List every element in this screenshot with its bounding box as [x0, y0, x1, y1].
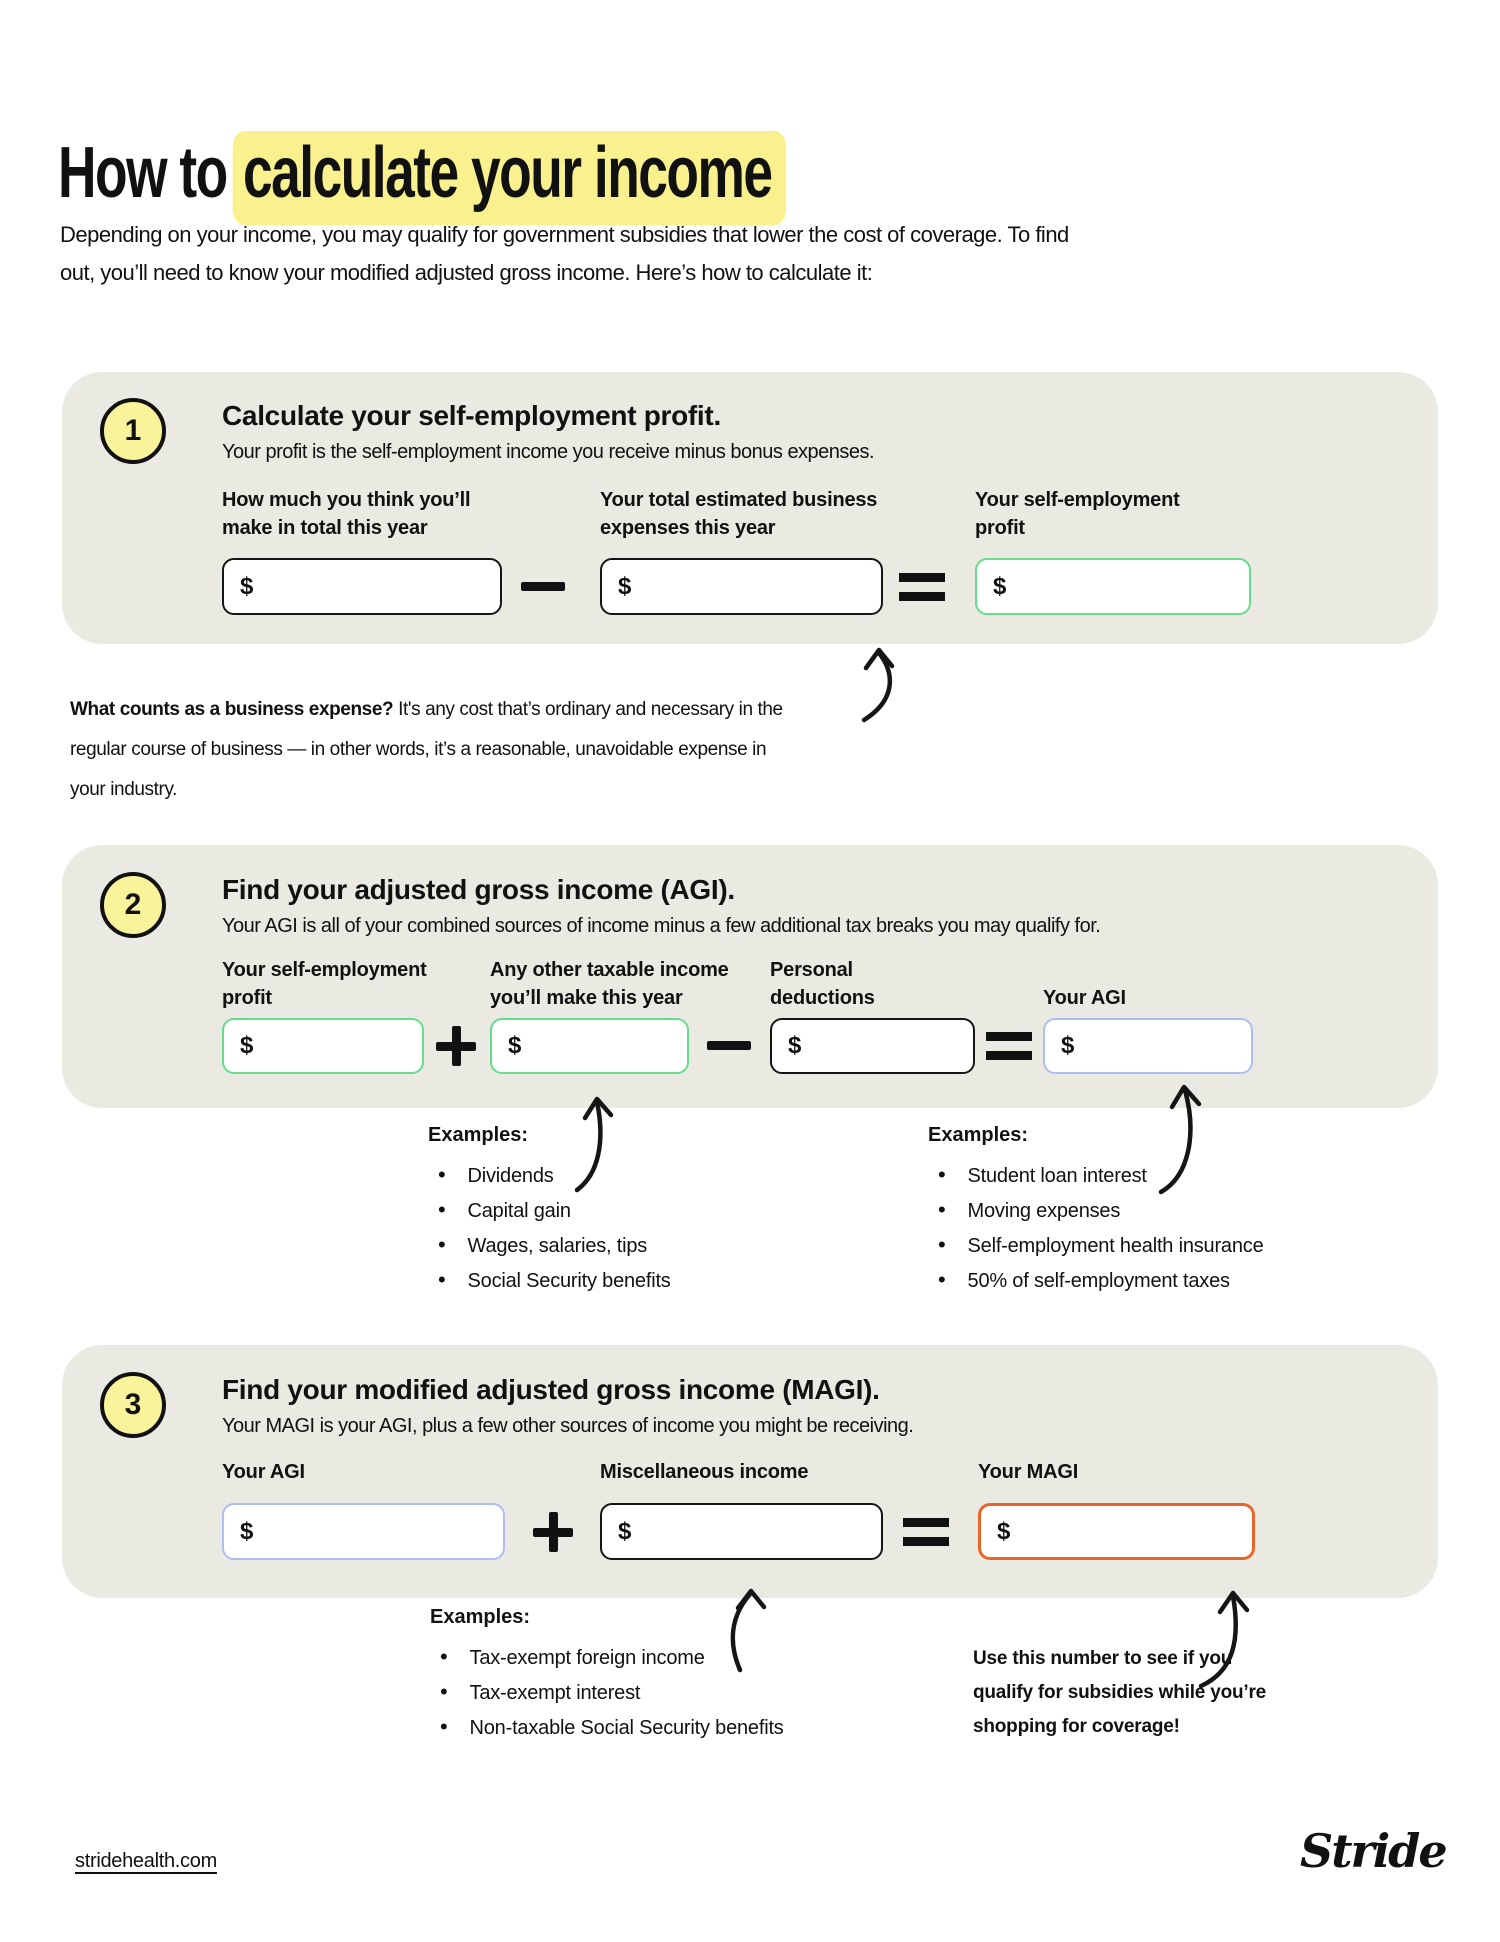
field-label-self-employment-profit: Your self-employment profit: [222, 959, 427, 1009]
minus-operator: [521, 582, 565, 591]
list-item: Tax-exempt foreign income: [430, 1640, 784, 1675]
equals-operator: [903, 1518, 949, 1546]
field-label-other-taxable-income: Any other taxable income you’ll make thi…: [490, 959, 729, 1009]
step-1-subtitle: Your profit is the self-employment incom…: [222, 441, 875, 463]
list-item: Self-employment health insurance: [928, 1228, 1264, 1263]
total-income-field[interactable]: $: [222, 558, 502, 615]
note-body: It's any cost that’s ordinary and necess…: [70, 699, 783, 800]
step-2-subtitle: Your AGI is all of your combined sources…: [222, 915, 1101, 937]
examples-list-deductions: Student loan interest Moving expenses Se…: [928, 1158, 1264, 1298]
step-1-title: Calculate your self-employment profit.: [222, 400, 721, 431]
list-item: Moving expenses: [928, 1193, 1264, 1228]
your-agi-field[interactable]: $: [1043, 1018, 1253, 1074]
dollar-sign: $: [508, 1032, 522, 1059]
list-item: Capital gain: [428, 1193, 671, 1228]
intro-paragraph: Depending on your income, you may qualif…: [60, 222, 1069, 285]
dollar-sign: $: [618, 1517, 632, 1545]
list-item: Non-taxable Social Security benefits: [430, 1710, 784, 1745]
dollar-sign: $: [240, 1517, 254, 1545]
field-label-business-expenses: Your total estimated business expenses t…: [600, 489, 878, 539]
field-label-miscellaneous-income: Miscellaneous income: [600, 1461, 809, 1483]
miscellaneous-income-field[interactable]: $: [600, 1503, 883, 1560]
field-label-your-agi: Your AGI: [1043, 987, 1126, 1009]
list-item: 50% of self-employment taxes: [928, 1263, 1264, 1298]
note-lead: What counts as a business expense?: [70, 699, 394, 720]
list-item: Wages, salaries, tips: [428, 1228, 671, 1263]
minus-operator: [707, 1041, 751, 1050]
dollar-sign: $: [618, 572, 632, 600]
step-1-number-badge: 1: [100, 398, 166, 464]
list-item: Dividends: [428, 1158, 671, 1193]
dollar-sign: $: [993, 572, 1007, 600]
dollar-sign: $: [997, 1517, 1011, 1545]
field-label-total-income: How much you think you’ll make in total …: [222, 489, 471, 539]
examples-list-miscellaneous: Tax-exempt foreign income Tax-exempt int…: [430, 1640, 784, 1745]
step-2-number-badge: 2: [100, 872, 166, 938]
business-expenses-field[interactable]: $: [600, 558, 883, 615]
step-2-title: Find your adjusted gross income (AGI).: [222, 874, 735, 905]
other-taxable-income-field[interactable]: $: [490, 1018, 689, 1074]
title-highlight: calculate your income: [232, 131, 787, 226]
your-agi-field[interactable]: $: [222, 1503, 505, 1560]
title-plain: How to: [58, 133, 228, 214]
your-magi-field[interactable]: $: [978, 1503, 1255, 1560]
plus-operator: [533, 1512, 573, 1552]
field-label-your-agi: Your AGI: [222, 1461, 305, 1483]
personal-deductions-field[interactable]: $: [770, 1018, 975, 1074]
business-expense-note: What counts as a business expense? It's …: [70, 690, 910, 810]
dollar-sign: $: [240, 572, 254, 600]
field-label-personal-deductions: Personal deductions: [770, 959, 875, 1009]
list-item: Social Security benefits: [428, 1263, 671, 1298]
subsidy-callout: Use this number to see if you qualify fo…: [973, 1648, 1267, 1737]
field-label-your-magi: Your MAGI: [978, 1461, 1079, 1483]
step-3-subtitle: Your MAGI is your AGI, plus a few other …: [222, 1415, 914, 1437]
examples-heading-taxable-income: Examples:: [428, 1124, 529, 1146]
list-item: Tax-exempt interest: [430, 1675, 784, 1710]
equals-operator: [986, 1032, 1032, 1060]
list-item: Student loan interest: [928, 1158, 1264, 1193]
equals-operator: [899, 573, 945, 601]
stridehealth-link[interactable]: stridehealth.com: [75, 1850, 217, 1872]
step-3-number-badge: 3: [100, 1372, 166, 1438]
examples-heading-miscellaneous: Examples:: [430, 1606, 531, 1628]
self-employment-profit-field[interactable]: $: [975, 558, 1251, 615]
dollar-sign: $: [1061, 1032, 1075, 1059]
dollar-sign: $: [788, 1032, 802, 1059]
plus-operator: [436, 1026, 476, 1066]
self-employment-profit-field[interactable]: $: [222, 1018, 424, 1074]
examples-list-taxable-income: Dividends Capital gain Wages, salaries, …: [428, 1158, 671, 1298]
examples-heading-deductions: Examples:: [928, 1124, 1029, 1146]
field-label-self-employment-profit: Your self-employment profit: [975, 489, 1180, 539]
stride-logo: Stride: [1300, 1824, 1448, 1878]
step-3-title: Find your modified adjusted gross income…: [222, 1374, 880, 1405]
dollar-sign: $: [240, 1032, 254, 1059]
